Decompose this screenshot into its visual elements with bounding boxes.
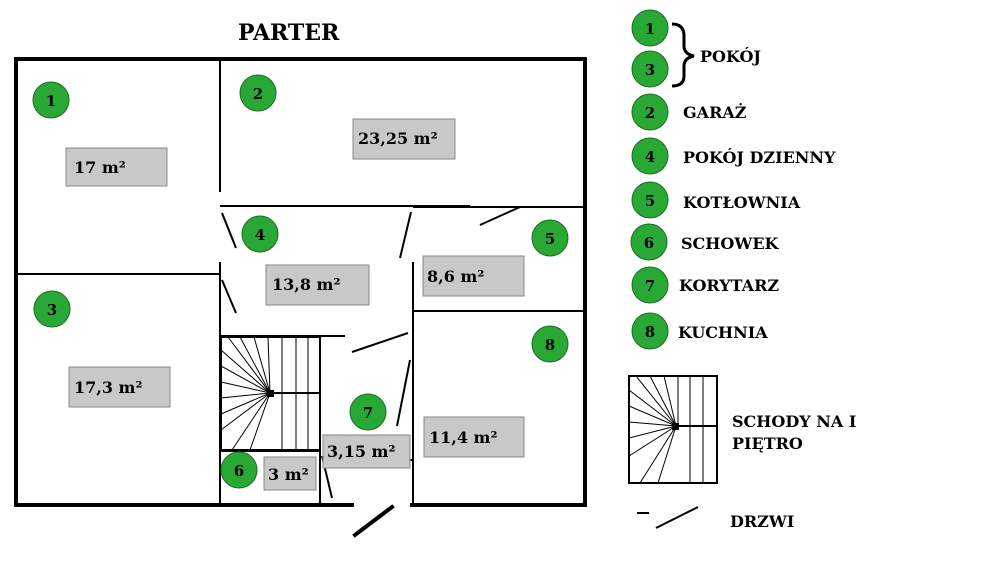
- room-6: 6 3 m²: [220, 451, 317, 491]
- room-area: 11,4 m²: [429, 428, 497, 447]
- legend-label: DRZWI: [730, 512, 794, 531]
- room-1: 1 17 m²: [32, 81, 168, 187]
- room-area: 13,8 m²: [272, 275, 340, 294]
- room-number-badge: [241, 215, 279, 253]
- area-box: [352, 118, 456, 160]
- room-number-badge: [349, 393, 387, 431]
- room-number-badge: [531, 325, 569, 363]
- room-area: 8,6 m²: [427, 267, 484, 286]
- area-box: [263, 456, 317, 491]
- legend-label: KORYTARZ: [679, 276, 779, 295]
- area-box: [265, 264, 370, 306]
- legend-number: 4: [645, 148, 655, 166]
- room-number-badge: [220, 451, 258, 489]
- legend-number: 6: [644, 234, 654, 252]
- room-number: 7: [363, 404, 373, 422]
- legend-label: PIĘTRO: [732, 434, 803, 453]
- legend-number: 5: [645, 192, 655, 210]
- legend-badge: [631, 93, 669, 131]
- legend-badge: [631, 137, 669, 175]
- room-2: 2 23,25 m²: [239, 74, 456, 160]
- area-box: [423, 416, 525, 458]
- legend-badge: [631, 266, 669, 304]
- legend-label: SCHOWEK: [681, 234, 780, 253]
- legend: 1 3 POKÓJ 2 GARAŻ 4 POKÓJ DZIENNY 5 KOTŁ…: [628, 9, 856, 531]
- legend-badge: [631, 181, 669, 219]
- room-5: 5 8,6 m²: [422, 219, 569, 297]
- legend-label: SCHODY NA I: [732, 412, 856, 431]
- room-area: 17 m²: [74, 158, 126, 177]
- room-3: 3 17,3 m²: [33, 290, 171, 408]
- legend-item-schowek: 6 SCHOWEK: [630, 223, 780, 261]
- legend-item-pokoj-dzienny: 4 POKÓJ DZIENNY: [631, 137, 836, 175]
- legend-item-pokoj: 1 3 POKÓJ: [631, 9, 761, 88]
- area-box: [422, 255, 525, 297]
- area-box: [68, 366, 171, 408]
- legend-item-kotlownia: 5 KOTŁOWNIA: [631, 181, 801, 219]
- room-number: 8: [545, 336, 555, 354]
- legend-number: 2: [645, 104, 655, 122]
- legend-number: 3: [645, 61, 655, 79]
- stairs-icon: [628, 375, 718, 484]
- room-4: 4 13,8 m²: [241, 215, 370, 306]
- legend-label: KOTŁOWNIA: [683, 193, 801, 212]
- legend-number: 1: [645, 20, 655, 38]
- room-number-badge: [531, 219, 569, 257]
- legend-badge: [630, 223, 668, 261]
- room-8: 8 11,4 m²: [423, 325, 569, 458]
- legend-label: KUCHNIA: [678, 323, 768, 342]
- stairs-plan: [220, 336, 321, 451]
- legend-label: POKÓJ DZIENNY: [683, 147, 836, 167]
- area-box: [322, 434, 411, 469]
- room-number: 4: [255, 226, 265, 244]
- legend-item-kuchnia: 8 KUCHNIA: [631, 312, 768, 350]
- legend-item-stairs: SCHODY NA I PIĘTRO: [628, 375, 856, 484]
- legend-label: GARAŻ: [683, 102, 747, 122]
- legend-item-door: DRZWI: [637, 506, 794, 531]
- legend-item-garaz: 2 GARAŻ: [631, 93, 747, 131]
- room-area: 23,25 m²: [358, 129, 438, 148]
- room-number: 1: [46, 92, 56, 110]
- legend-badge: [631, 9, 669, 47]
- legend-number: 7: [645, 277, 655, 295]
- legend-number: 8: [645, 323, 655, 341]
- door-icon: [655, 506, 699, 529]
- brace-icon: [671, 22, 695, 88]
- room-number-badge: [239, 74, 277, 112]
- legend-badge: [631, 312, 669, 350]
- room-number: 3: [47, 301, 57, 319]
- room-number-badge: [32, 81, 70, 119]
- room-area: 3,15 m²: [327, 442, 395, 461]
- room-number: 6: [234, 462, 244, 480]
- room-number: 5: [545, 230, 555, 248]
- legend-item-korytarz: 7 KORYTARZ: [631, 266, 779, 304]
- legend-badge: [631, 50, 669, 88]
- legend-label: POKÓJ: [700, 46, 761, 66]
- plan-title: PARTER: [238, 20, 340, 46]
- room-number: 2: [253, 85, 263, 103]
- outer-walls: [14, 57, 587, 538]
- area-box: [65, 147, 168, 187]
- room-area: 17,3 m²: [74, 378, 142, 397]
- room-area: 3 m²: [268, 465, 309, 484]
- room-number-badge: [33, 290, 71, 328]
- room-7: 7 3,15 m²: [322, 393, 411, 469]
